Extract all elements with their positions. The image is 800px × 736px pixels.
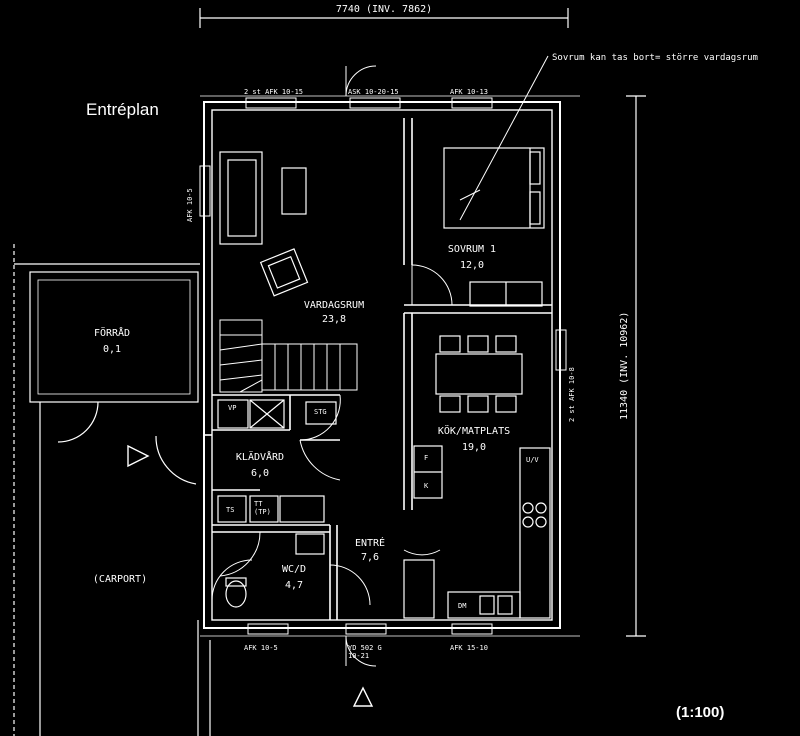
fixture-vp: VP <box>228 404 237 412</box>
note-text: Sovrum kan tas bort= större vardagsrum <box>552 53 758 63</box>
note-leader-line <box>459 55 549 221</box>
room-bedroom-name: SOVRUM 1 <box>447 244 497 255</box>
room-living-area: 23,8 <box>321 314 347 325</box>
window-label-top-door: ASK 10-20-15 <box>348 88 399 96</box>
height-dimension-label: 11340 (INV. 10962) <box>619 311 630 420</box>
room-entrance-area: 7,6 <box>360 552 380 563</box>
room-storage-name: FÖRRÅD <box>93 328 131 339</box>
main-entry-arrow <box>352 686 374 707</box>
fixture-fridge: F <box>424 454 429 462</box>
width-dimension-line <box>199 8 569 28</box>
plan-title: Entréplan <box>86 100 159 119</box>
bedroom-wardrobe <box>469 281 543 307</box>
height-dimension-line <box>626 95 646 637</box>
fixture-ts: TS <box>226 506 235 514</box>
room-bedroom-area: 12,0 <box>459 260 485 271</box>
door-label-bottom: YD 502 G 10-21 <box>348 644 382 660</box>
toilet <box>225 577 247 608</box>
storage-and-carport <box>13 244 211 736</box>
window-label-right: 2 st AFK 10-8 <box>568 367 576 422</box>
width-dimension-label: 7740 (INV. 7862) <box>335 4 433 15</box>
entrance-closet <box>403 559 435 619</box>
room-carport-name: (CARPORT) <box>92 574 148 585</box>
fixture-freezer: K <box>424 482 429 490</box>
fixture-dm: DM <box>458 602 467 610</box>
washbasin <box>295 533 325 555</box>
room-wardrobe-area: 6,0 <box>250 468 270 479</box>
sofa <box>219 151 263 245</box>
scale-label: (1:100) <box>676 704 725 721</box>
laundry-fixtures <box>217 399 337 523</box>
doors <box>211 65 453 667</box>
interior-walls <box>204 118 552 620</box>
double-bed <box>443 147 545 229</box>
room-wc-name: WC/D <box>281 564 307 575</box>
room-entrance-name: ENTRÉ <box>354 538 386 549</box>
kitchen-counter <box>447 447 551 619</box>
window-label-bottom-right: AFK 15-10 <box>450 644 488 652</box>
window-label-bottom-left: AFK 10-5 <box>244 644 278 652</box>
room-kitchen-area: 19,0 <box>461 442 487 453</box>
window-label-top-right: AFK 10-13 <box>450 88 488 96</box>
windows <box>199 97 567 635</box>
stairs <box>219 319 358 393</box>
fixture-tt: TT (TP) <box>254 500 271 516</box>
window-label-top-left: 2 st AFK 10-15 <box>244 88 304 96</box>
fridge-freezer <box>413 445 443 499</box>
room-wc-area: 4,7 <box>284 580 304 591</box>
coffee-table <box>281 167 307 215</box>
carport-entry-arrow <box>127 444 150 468</box>
window-label-left: AFK 10-5 <box>186 188 194 222</box>
room-storage-area: 0,1 <box>102 344 122 355</box>
dining-table <box>435 335 523 413</box>
room-kitchen-name: KÖK/MATPLATS <box>437 426 511 437</box>
armchair <box>259 248 309 297</box>
fixture-stg: STG <box>314 408 327 416</box>
room-wardrobe-name: KLÄDVÅRD <box>235 452 285 463</box>
fixture-uv: U/V <box>526 456 539 464</box>
exterior-walls <box>203 101 561 629</box>
room-living-name: VARDAGSRUM <box>303 300 365 311</box>
